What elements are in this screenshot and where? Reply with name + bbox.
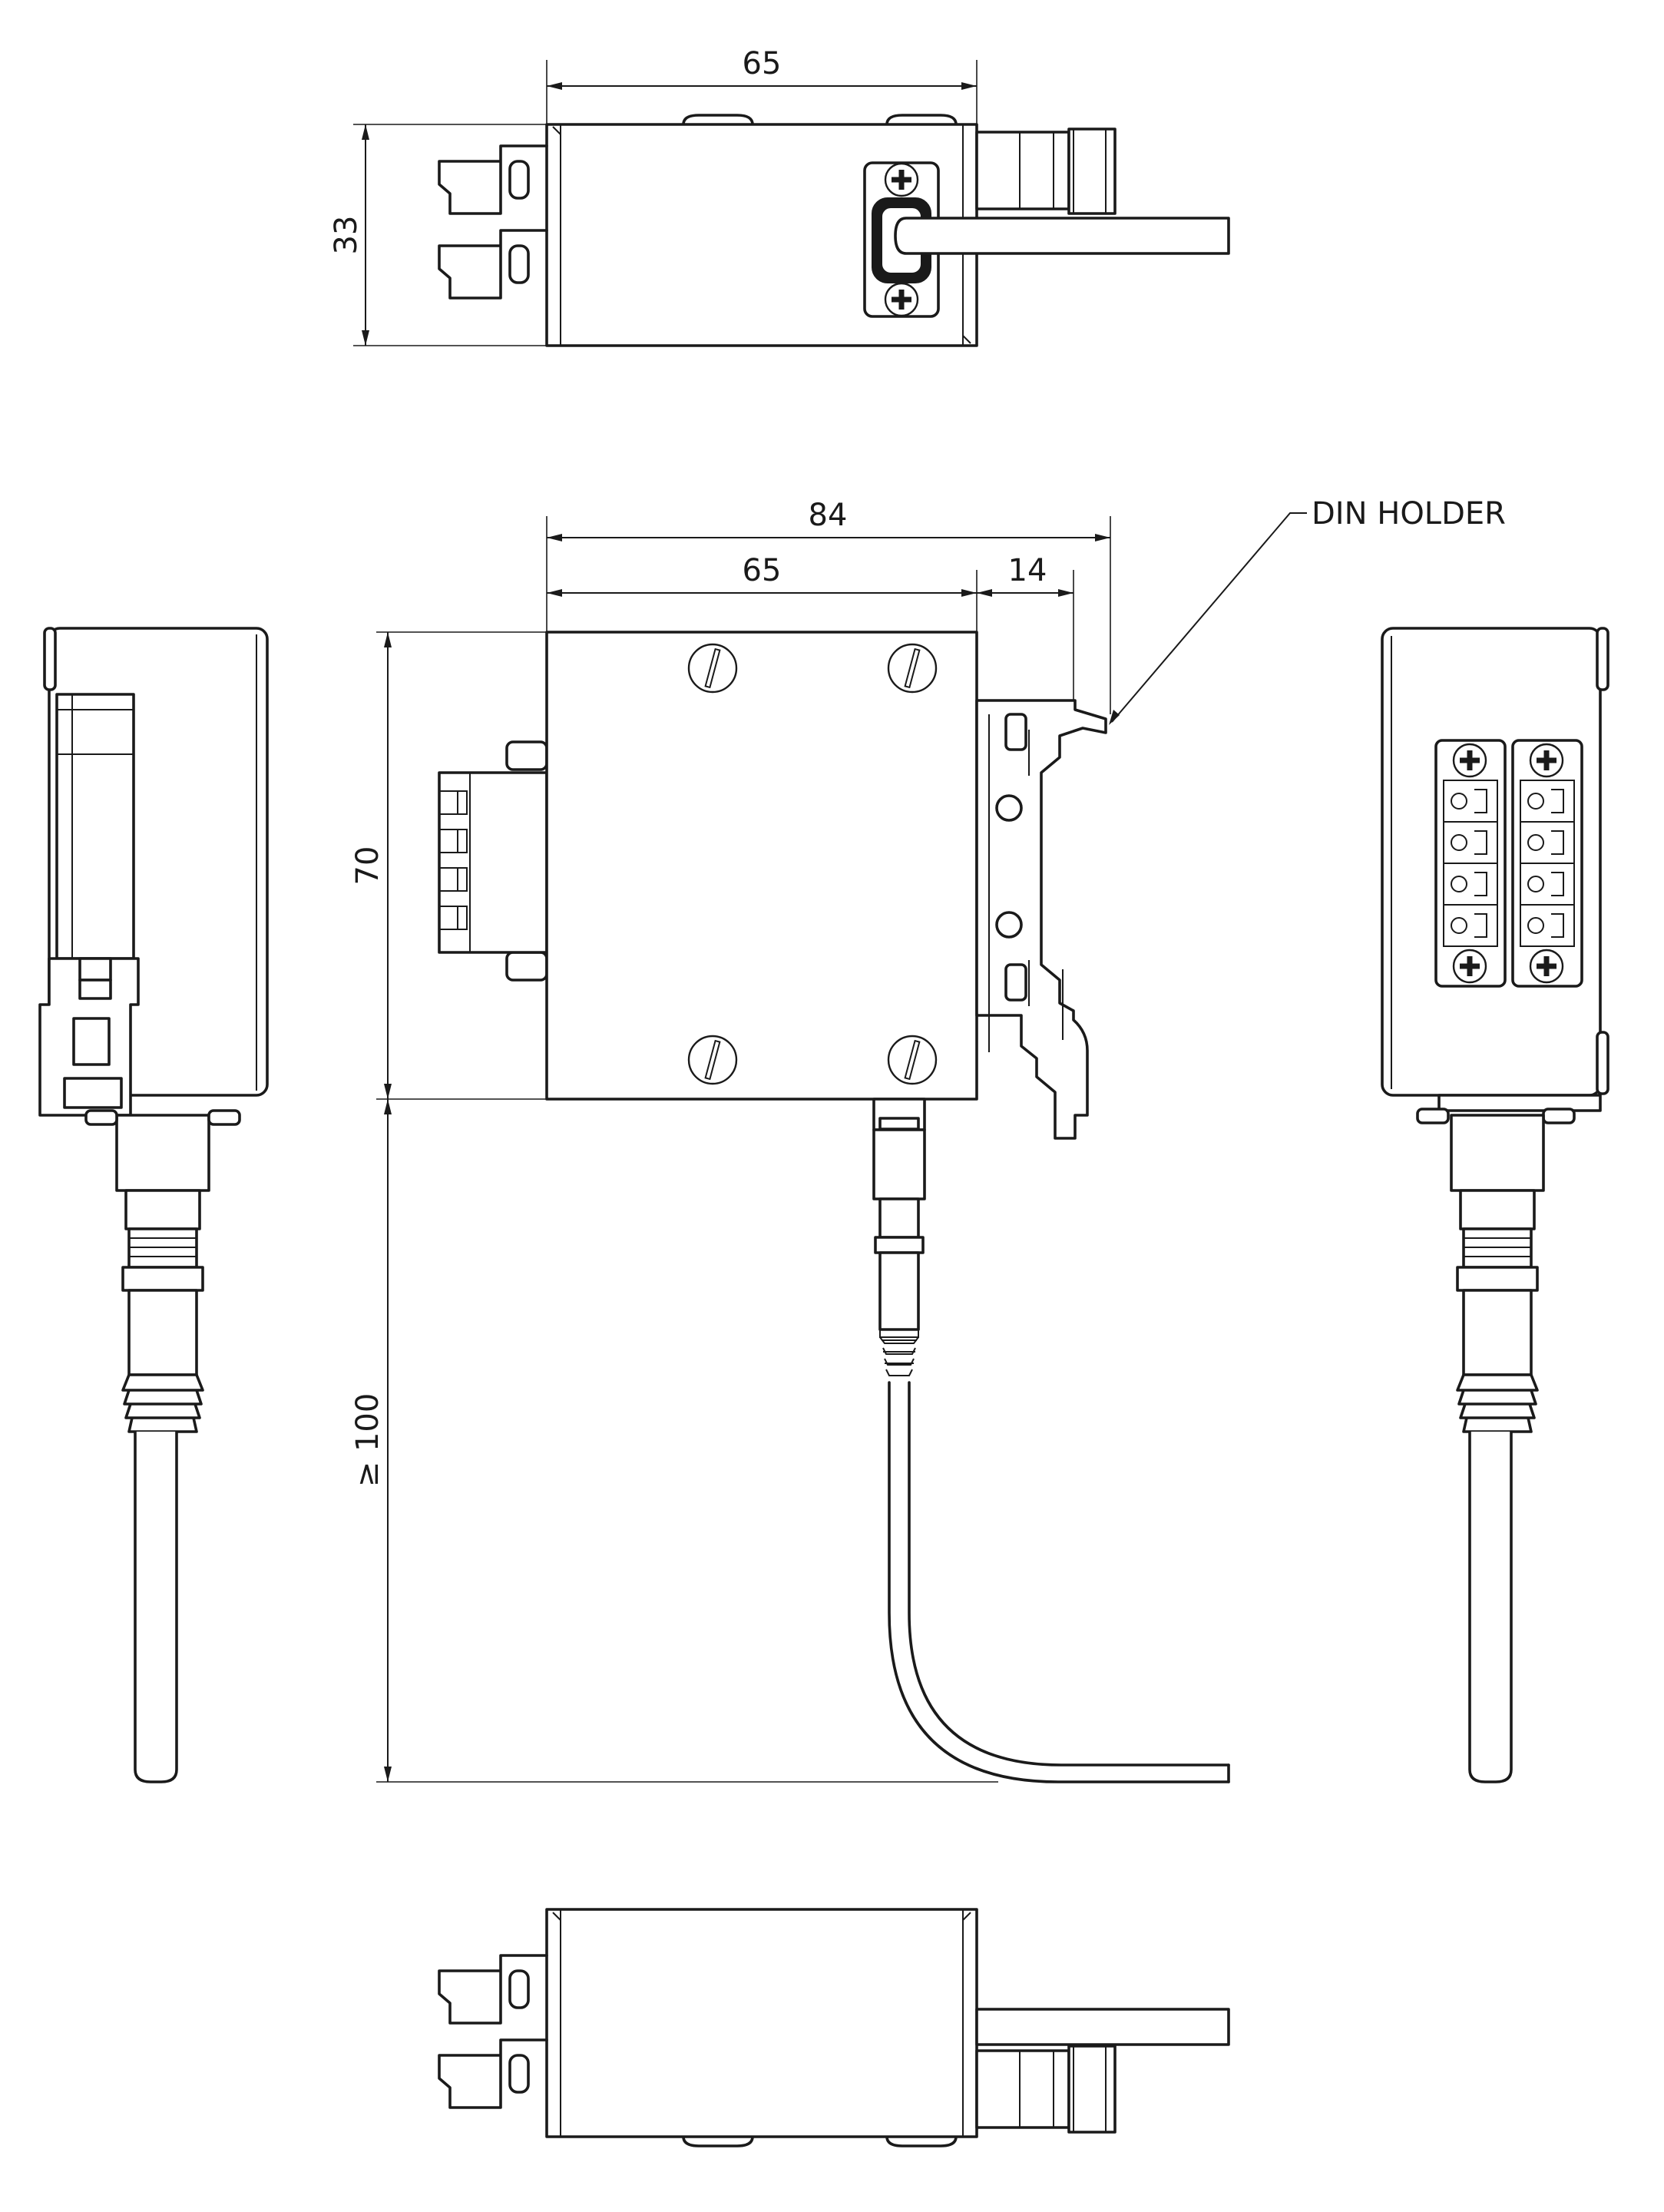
- din-holder: [975, 699, 1107, 1140]
- right-side-view: [1381, 627, 1609, 1783]
- bottom-view-housing: [545, 1908, 978, 2138]
- slotted-screw-icon: [687, 643, 738, 694]
- bottom-view: [438, 1908, 1230, 2147]
- top-view-left-connectors: [438, 144, 548, 300]
- dimension-top-width: 65: [547, 46, 977, 90]
- slotted-screw-icon: [687, 1035, 738, 1085]
- front-view: 84 65 14 70 ≥ 100: [350, 496, 1506, 1783]
- left-view-cable: [134, 1432, 178, 1783]
- terminal-block-left: [1434, 739, 1507, 988]
- bottom-view-left-connectors: [438, 1954, 548, 2109]
- terminal-block-right: [1511, 739, 1583, 988]
- dimension-label-front-total-width: 84: [809, 498, 848, 533]
- dimension-front-height: 70: [350, 632, 392, 1099]
- dimension-din-holder-width: 14: [977, 553, 1073, 597]
- dimension-front-body-width: 65: [547, 553, 977, 597]
- top-view: 65 33: [329, 46, 1230, 347]
- din-holder-callout: DIN HOLDER: [1109, 496, 1506, 725]
- dimension-label-front-body-width: 65: [743, 553, 782, 588]
- dimension-label-top-width: 65: [743, 46, 782, 81]
- dimension-front-total-width: 84: [547, 498, 1110, 541]
- top-view-side-connector: [863, 161, 1230, 318]
- slotted-screw-icon: [887, 643, 938, 694]
- top-view-cable: [894, 217, 1230, 255]
- front-view-housing: [545, 631, 978, 1101]
- front-view-cable-assembly: [872, 1098, 1230, 1783]
- top-view-right-plug: [975, 127, 1117, 215]
- dimension-top-height: 33: [329, 124, 369, 346]
- dimension-label-top-height: 33: [329, 216, 364, 255]
- slotted-screw-icon: [887, 1035, 938, 1085]
- dimension-label-din-holder-width: 14: [1008, 553, 1047, 588]
- dimension-cable-length: ≥ 100: [350, 1099, 392, 1782]
- dimension-label-front-height: 70: [350, 846, 385, 886]
- dimension-label-cable-length: ≥ 100: [350, 1393, 385, 1488]
- bottom-view-cable: [975, 2008, 1230, 2046]
- left-side-view: [38, 627, 269, 1783]
- din-holder-label: DIN HOLDER: [1312, 496, 1506, 531]
- bottom-view-right-plug: [975, 2045, 1117, 2134]
- right-view-cable: [1468, 1432, 1513, 1783]
- front-view-left-connector: [438, 740, 548, 982]
